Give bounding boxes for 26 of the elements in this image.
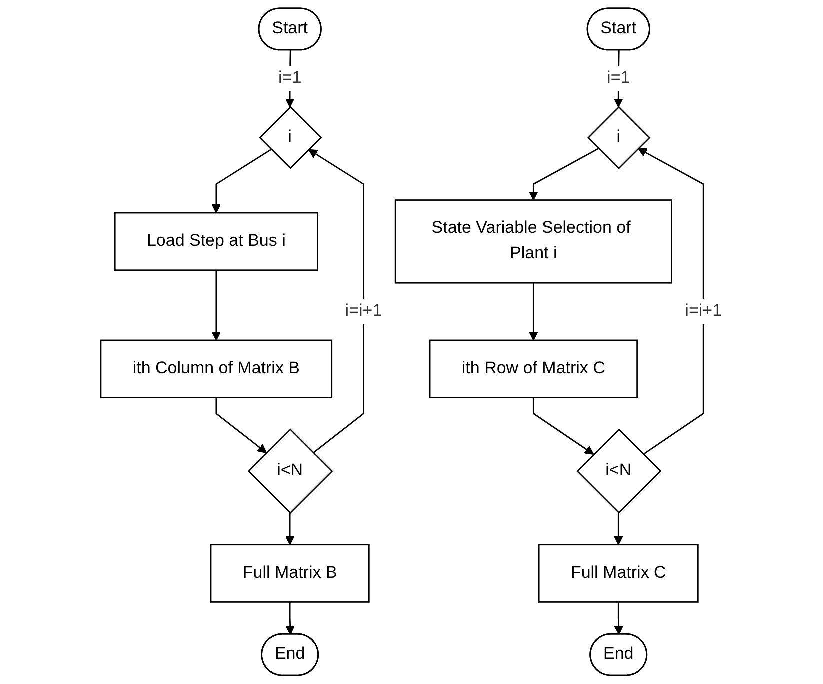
arrow xyxy=(216,398,268,454)
arrow xyxy=(285,513,295,546)
node-box: Full Matrix C xyxy=(538,544,699,603)
node-box: Load Step at Bus i xyxy=(114,212,318,272)
edge-label: i=i+1 xyxy=(685,302,722,320)
node-diamond: i xyxy=(588,106,651,170)
arrow xyxy=(614,602,624,636)
arrow xyxy=(212,149,272,214)
arrow xyxy=(614,513,624,546)
arrow xyxy=(638,148,704,456)
edge-label: i=1 xyxy=(278,69,302,88)
arrow xyxy=(532,398,594,455)
arrow xyxy=(529,148,600,201)
arrow xyxy=(529,283,538,341)
arrow xyxy=(308,149,364,454)
node-box: ith Row of Matrix C xyxy=(429,340,638,398)
node-box: ith Column of Matrix B xyxy=(100,340,333,398)
node-diamond: i xyxy=(259,106,322,170)
edge-label: i=1 xyxy=(607,69,630,88)
node-diamond: i<N xyxy=(248,428,334,514)
node-box: State Variable Selection of Plant i xyxy=(394,200,672,284)
node-diamond: i<N xyxy=(576,428,662,514)
arrow xyxy=(286,602,295,636)
arrow xyxy=(212,270,222,341)
node-box: Full Matrix B xyxy=(210,544,370,603)
edge-label: i=i+1 xyxy=(345,302,382,320)
